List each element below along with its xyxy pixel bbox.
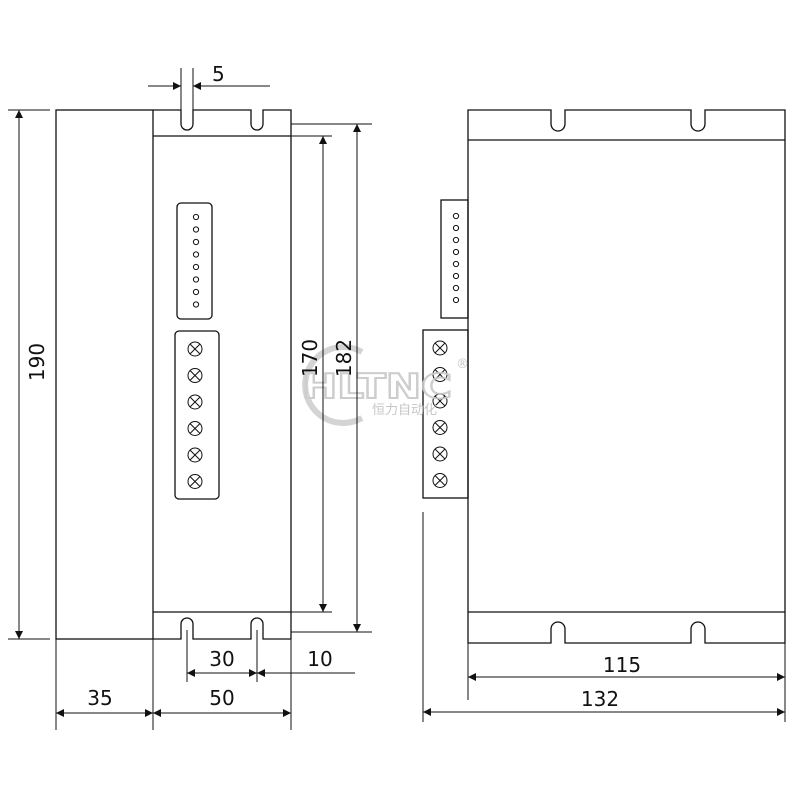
- connector-pin: [452, 260, 460, 268]
- terminal-screw-icon: [187, 474, 203, 489]
- dim-mount-outer: 182: [332, 339, 356, 377]
- watermark-ring-icon: [302, 344, 364, 426]
- connector-pin: [192, 288, 200, 296]
- dim-height-total: 190: [25, 343, 49, 381]
- terminal-screw-icon: [432, 420, 448, 435]
- signal-connector-pins: [192, 213, 200, 308]
- connector-pin: [192, 226, 200, 233]
- dim-flange-depth: 35: [87, 686, 112, 710]
- connector-pin: [192, 301, 200, 308]
- terminal-screw-icon: [432, 340, 448, 356]
- terminal-screw-icon: [432, 367, 448, 382]
- connector-pin: [452, 272, 460, 280]
- connector-pin: [452, 224, 460, 232]
- dim-body-width: 50: [209, 686, 234, 710]
- connector-pin: [192, 238, 200, 246]
- watermark-sub-text: 恒力自动化: [372, 403, 437, 418]
- dim-mount-inner: 170: [298, 339, 322, 377]
- terminal-screw-icon: [432, 446, 448, 462]
- dim-slot-width: 5: [212, 62, 225, 86]
- terminal-screw-icon: [432, 473, 448, 488]
- watermark-registered-mark: ®: [456, 357, 469, 372]
- terminal-screw-icon: [187, 394, 203, 410]
- connector-pin: [192, 263, 200, 271]
- brand-watermark: HLTNC 恒力自动化 ®: [301, 344, 469, 426]
- dim-slot-spacing: 30: [209, 647, 234, 671]
- power-terminal-screws: [187, 341, 203, 489]
- watermark-brand: HLTNC: [302, 367, 452, 407]
- front-body-outline: [153, 109, 292, 640]
- connector-pin: [452, 236, 460, 244]
- dim-edge-offset: 10: [307, 647, 332, 671]
- connector-pin: [452, 212, 460, 220]
- side-signal-connector-pins: [452, 212, 460, 304]
- power-terminal-block: [174, 330, 220, 500]
- dim-side-body-depth: 115: [603, 653, 641, 677]
- terminal-screw-icon: [187, 421, 203, 436]
- connector-pin: [192, 276, 200, 283]
- terminal-screw-icon: [432, 393, 448, 409]
- dimension-labels: 5 190 170 182 30 10 35 50 115 132: [25, 62, 641, 711]
- front-view: [55, 109, 292, 640]
- side-view: [422, 109, 786, 644]
- signal-connector: [176, 202, 213, 320]
- connector-pin: [452, 248, 460, 256]
- side-body-outline: [467, 109, 786, 644]
- connector-pin: [452, 284, 460, 292]
- connector-pin: [192, 213, 200, 221]
- front-flange: [55, 109, 154, 640]
- connector-pin: [452, 296, 460, 304]
- side-power-terminal-screws: [432, 340, 448, 488]
- terminal-screw-icon: [187, 368, 203, 383]
- side-signal-connector: [440, 199, 469, 319]
- terminal-screw-icon: [187, 447, 203, 463]
- terminal-screw-icon: [187, 341, 203, 357]
- dimension-lines: [8, 68, 786, 730]
- connector-pin: [192, 251, 200, 258]
- dim-side-total-depth: 132: [581, 687, 619, 711]
- side-power-terminal-block: [422, 329, 469, 499]
